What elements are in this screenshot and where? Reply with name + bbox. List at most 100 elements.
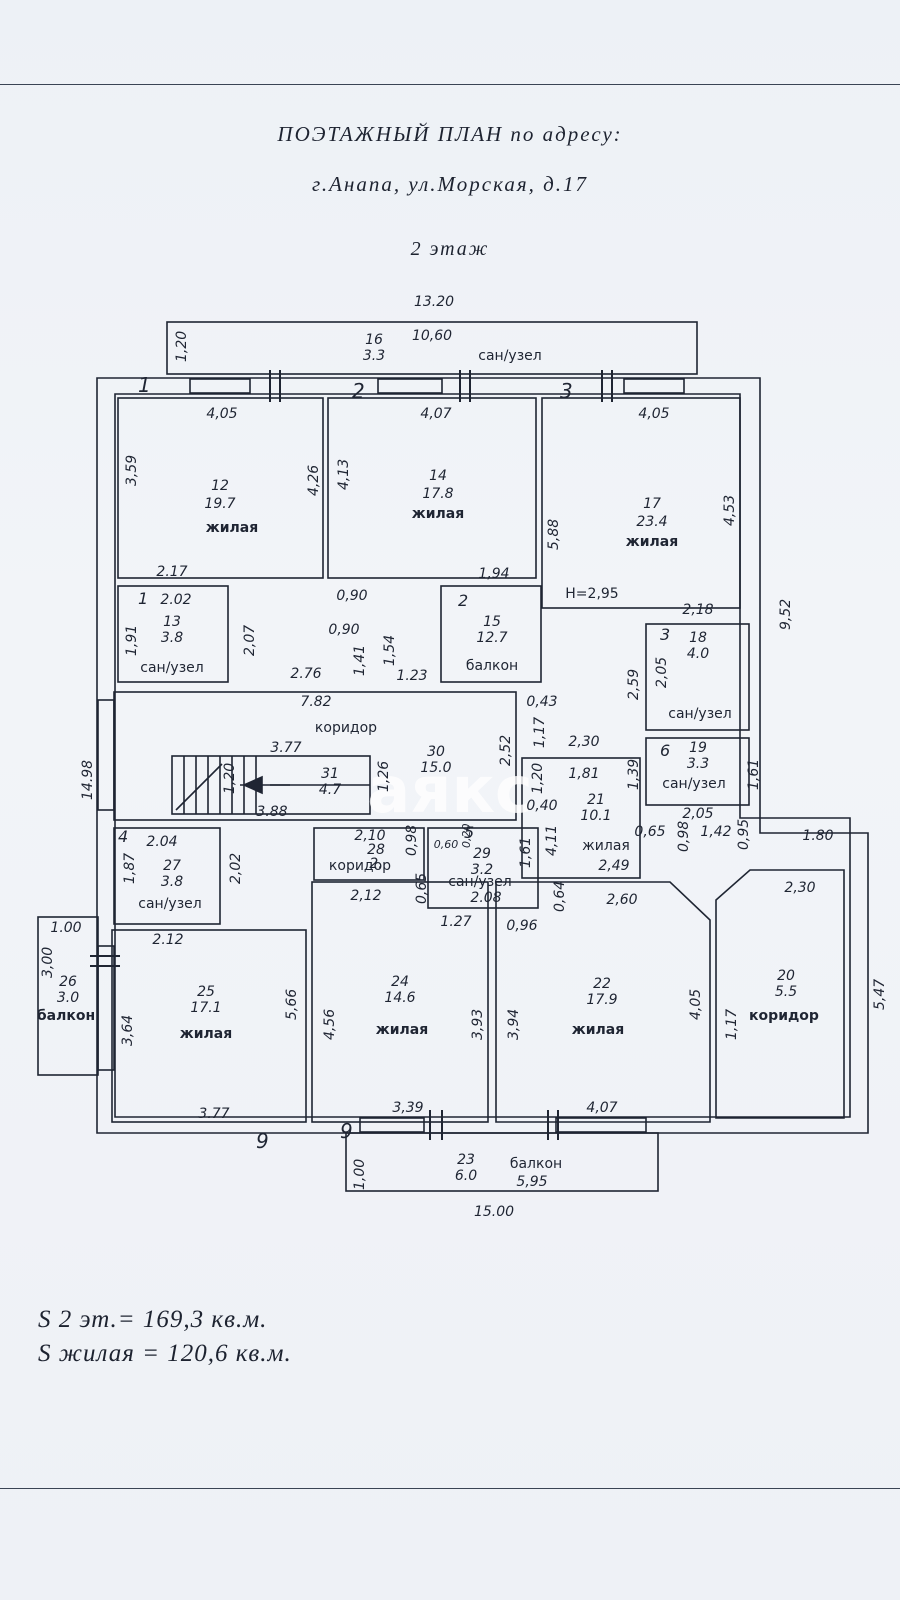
room-30-height: 2,52 [498,735,514,766]
room-21-area: 5.5 [775,984,797,1000]
room-30-type: коридор [315,720,377,736]
room-20-width: 1,81 [568,766,599,782]
dim-1-23: 1.23 [396,668,427,684]
dim-right-height: 9,52 [778,599,794,630]
handwritten-9-left: 9 [256,1129,269,1153]
room-13-outline [117,585,229,683]
room-13-type: сан/узел [140,660,203,676]
room-12-num: 12 [211,478,229,494]
room-17-outline [541,397,741,609]
dim-balcony-left-depth: 3,00 [40,947,56,978]
room-22-area: 17.9 [586,992,617,1008]
room-27-outline [113,827,221,925]
room-20-type: жилая [582,838,630,854]
dim-2-49: 2,49 [598,858,629,874]
room-22-type: жилая [572,1022,624,1038]
room-23-type: балкон [510,1156,562,1172]
dim-2-76: 2.76 [290,666,321,682]
room-16-outline [440,585,542,683]
bottom-rule [0,1488,900,1489]
room-18-outline [645,623,750,731]
room-24-height: 4,56 [322,1009,338,1040]
dim-1-27: 1.27 [440,914,471,930]
dim-0-98: 0,98 [676,821,692,852]
dim-0-90-b: 0,90 [328,622,359,638]
dim-right-step: 1.80 [802,828,833,844]
dim-0-95: 0,95 [736,819,752,850]
room-16-area: 12.7 [476,630,507,646]
staircase [171,755,371,815]
windows [97,378,685,1133]
room-12-area: 19.7 [204,496,235,512]
dim-0-96: 0,96 [506,918,537,934]
room-19-type: сан/узел [662,776,725,792]
room-25-height2: 5,66 [284,989,300,1020]
room-17-width: 4,05 [638,406,669,422]
room-12-height2: 4,26 [306,465,322,496]
room-14-width2: 1,94 [478,566,509,582]
room-20-area: 10.1 [580,808,611,824]
room-26-num: 26 [59,974,77,990]
handwritten-2-small: 2 [458,591,468,610]
room-12-type: жилая [206,520,258,536]
room-14-num: 14 [429,468,447,484]
room-18-num: 18 [689,630,707,646]
room-18-height2: 2,05 [654,657,670,688]
room-27-height: 1,87 [122,853,138,884]
room-16-num: 15 [483,614,501,630]
room-22-height: 3,94 [506,1009,522,1040]
dim-1-17: 1,17 [532,717,548,748]
room-24-num: 24 [391,974,409,990]
room-25-width2: 2.12 [152,932,183,948]
room-30-num: 30 [427,744,445,760]
dim-right-lower: 5,47 [872,979,888,1010]
room-14-area: 17.8 [422,486,453,502]
corridor-20-outline [521,757,641,879]
room-27-num: 27 [163,858,181,874]
room-19-num: 19 [689,740,707,756]
room-23-area: 6.0 [455,1168,477,1184]
handwritten-9-right: 9 [340,1119,353,1143]
dim-2-30: 2,30 [568,734,599,750]
dim-1-42: 1,42 [700,824,731,840]
room-17-type: жилая [626,534,678,550]
room-19-height2: 1,61 [746,759,762,790]
door-marks [90,370,613,1140]
room-27-type: сан/узел [138,896,201,912]
dim-0-64: 0,64 [552,881,568,912]
dim-balcony-top-depth: 1,20 [174,331,190,362]
handwritten-1-small: 1 [138,589,148,608]
room-15-num: 16 [365,332,383,348]
room-12-outline [117,397,324,579]
handwritten-3-small: 3 [660,625,670,644]
dim-0-90-a: 0,90 [336,588,367,604]
room-19-outline [645,737,750,806]
room-17-num: 17 [643,496,661,512]
handwritten-6: 6 [660,741,670,760]
room-17-area: 23.4 [636,514,667,530]
handwritten-1-top: 1 [138,373,151,397]
handwritten-2-top: 2 [352,379,365,403]
dim-0-65-b: 0,65 [414,873,430,904]
room-21-outline [715,869,845,1119]
dim-balcony-left-width: 1.00 [50,920,81,936]
room-31-width2: 3.88 [256,804,287,820]
dim-0-40: 0,40 [526,798,557,814]
dim-1-41: 1,41 [352,645,368,676]
room-25-num: 25 [197,984,215,1000]
dim-balcony-bottom-depth: 1,00 [352,1159,368,1190]
dim-0-60: 0,60 [434,838,459,851]
living-area: S жилая = 120,6 кв.м. [38,1340,292,1367]
room-25-outline [111,929,307,1123]
room-22-width2: 2,60 [606,892,637,908]
room-21-width: 2,30 [784,880,815,896]
room-29-num: 29 [473,846,491,862]
room-27-area: 3.8 [161,874,183,890]
dim-0-20: 0,20 [460,824,473,849]
room-22-width: 4,07 [586,1100,617,1116]
room-17-height: 5,88 [546,519,562,550]
room-22-outline [495,881,711,1123]
dim-bottom-total: 15.00 [474,1204,514,1220]
